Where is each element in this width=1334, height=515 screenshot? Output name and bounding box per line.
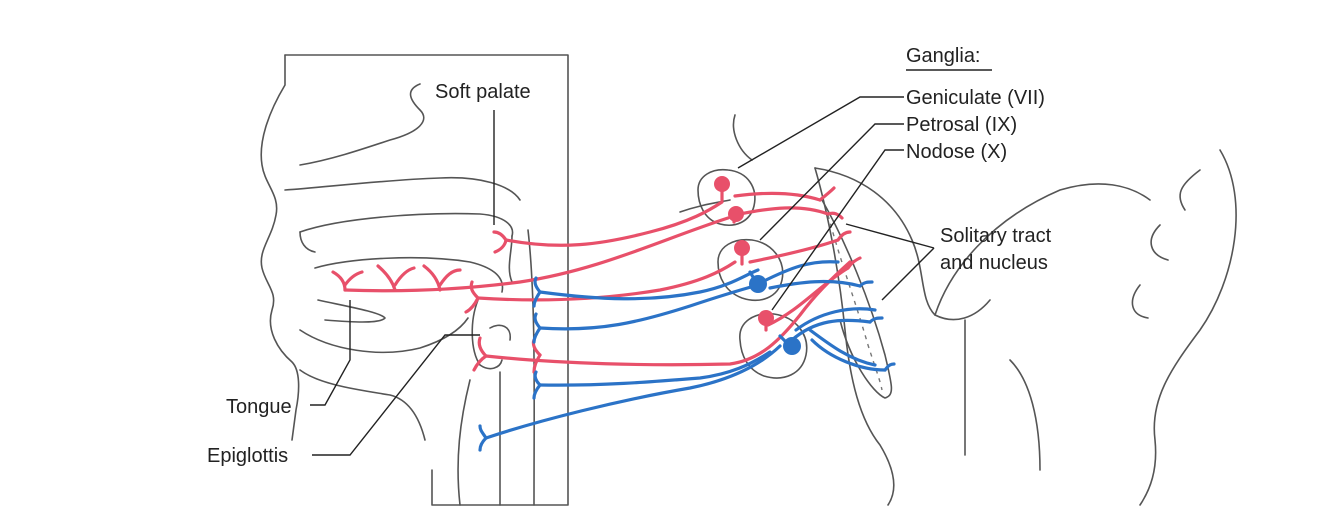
label-ganglia-heading: Ganglia: <box>906 45 981 67</box>
label-epiglottis: Epiglottis <box>207 445 288 467</box>
text-labels: Soft palate Tongue Epiglottis Ganglia: G… <box>207 45 1052 467</box>
nodose-cell-blue <box>783 337 801 355</box>
label-solitary-line1: Solitary tract <box>940 225 1052 247</box>
brainstem-outline <box>734 115 1237 505</box>
ganglion-petrosal <box>718 240 783 301</box>
label-petrosal: Petrosal (IX) <box>906 114 1017 136</box>
leader-solitary-lower <box>882 248 934 300</box>
geniculate-cell-2 <box>728 206 744 222</box>
blue-nerve-fibers <box>480 262 894 450</box>
leader-petrosal <box>760 124 904 240</box>
label-solitary-line2: and nucleus <box>940 252 1048 274</box>
label-geniculate: Geniculate (VII) <box>906 87 1045 109</box>
petrosal-cell-blue <box>749 275 767 293</box>
leader-epiglottis <box>312 335 480 455</box>
geniculate-cell-1 <box>714 176 730 192</box>
label-tongue: Tongue <box>226 396 292 418</box>
nodose-cell-red <box>758 310 774 326</box>
label-nodose: Nodose (X) <box>906 141 1007 163</box>
leader-tongue <box>310 300 350 405</box>
label-soft-palate: Soft palate <box>435 81 531 103</box>
head-outline <box>261 55 568 505</box>
petrosal-cell-red <box>734 240 750 256</box>
leader-solitary-upper <box>846 224 934 248</box>
